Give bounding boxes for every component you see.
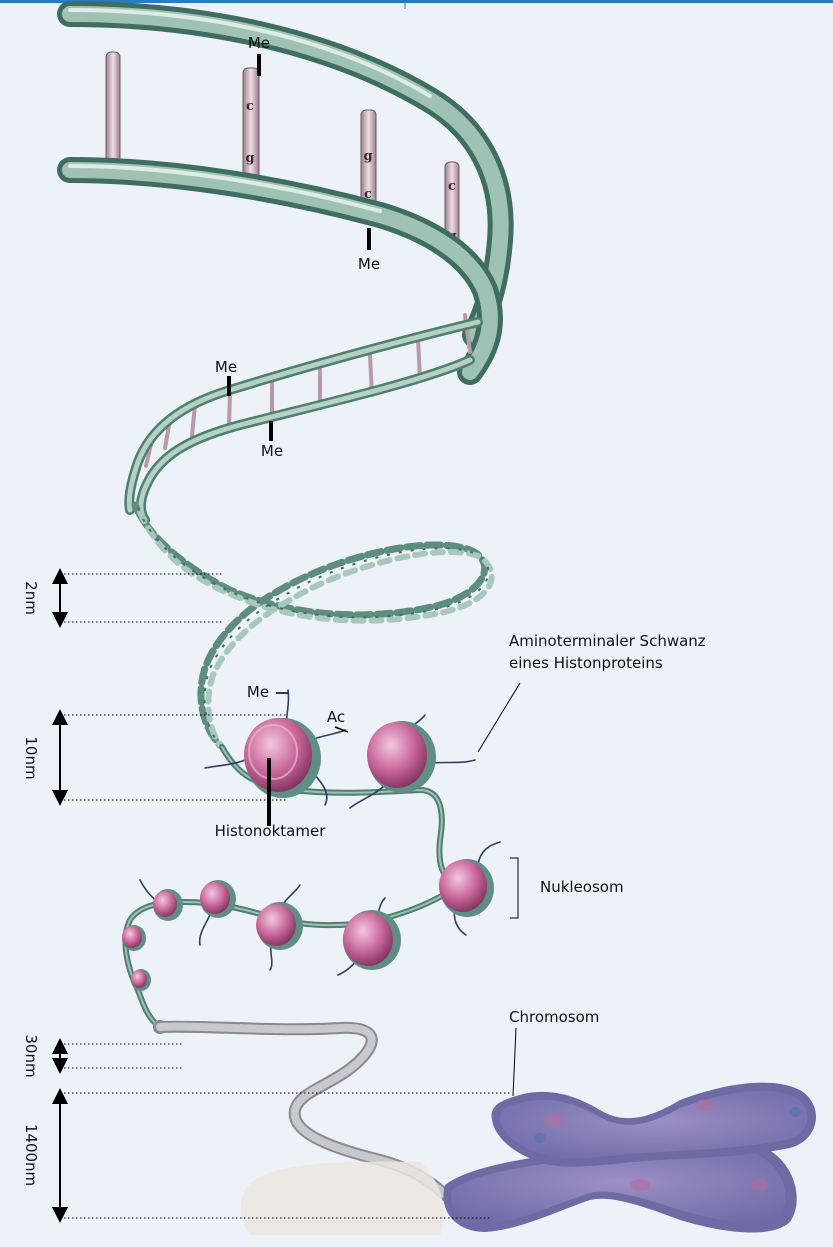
base-letter: g [363, 149, 372, 164]
methyl-marker [367, 228, 371, 250]
histonoktamer-label: Histonoktamer [215, 822, 327, 840]
methyl-marker [269, 421, 273, 441]
nukleosom-label: Nukleosom [540, 878, 624, 896]
histone-octamer [131, 969, 151, 991]
chromosome-shadow [241, 1162, 444, 1235]
rung [106, 52, 120, 170]
tail-label-line1: Aminoterminaler Schwanz [509, 632, 706, 650]
base-letter: g [245, 151, 254, 166]
methyl-label: Me [248, 34, 270, 52]
scale-label: 1400nm [22, 1124, 40, 1186]
chromosom-label: Chromosom [509, 1008, 599, 1026]
tail-label-line2: eines Histonproteins [509, 654, 663, 672]
histonoktamer-pointer [267, 758, 271, 826]
chromosome-band [789, 1107, 801, 1117]
scale-label: 10nm [22, 736, 40, 779]
methyl-label: Me [247, 683, 269, 701]
chromosome-band [752, 1179, 768, 1191]
histone-octamer [122, 925, 146, 951]
chromosome-band [545, 1113, 565, 1127]
chromosome-band [630, 1179, 650, 1191]
histone-octamer [153, 889, 183, 921]
chromosome-band [696, 1099, 714, 1111]
methyl-label: Me [358, 255, 380, 273]
methyl-label: Me [215, 358, 237, 376]
histone-octamer [343, 910, 401, 970]
methyl-marker [227, 376, 231, 396]
base-letter: c [448, 179, 456, 194]
histone-octamer [200, 880, 236, 918]
rung [229, 393, 230, 426]
chromosome-band [534, 1133, 546, 1143]
methyl-label: Me [261, 442, 283, 460]
acetyl-label: Ac [327, 708, 345, 726]
scale-label: 30nm [22, 1034, 40, 1077]
scale-label: 2nm [22, 581, 40, 615]
base-letter: c [246, 99, 254, 114]
methyl-marker [257, 54, 261, 76]
